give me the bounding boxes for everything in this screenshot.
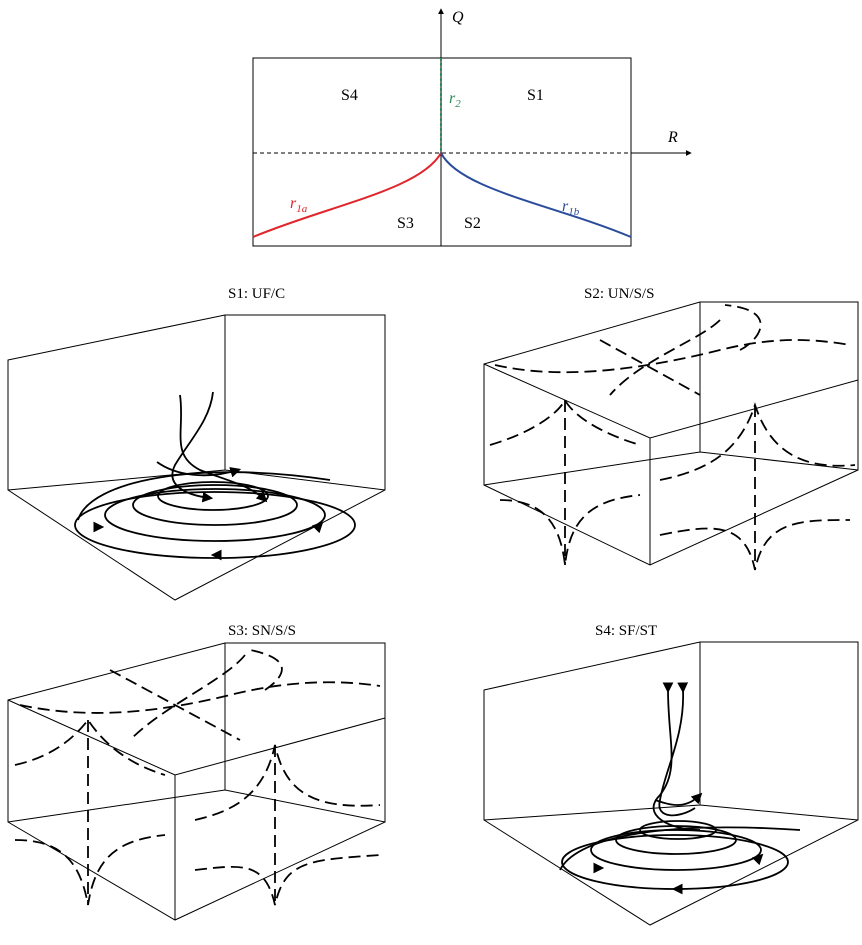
r-axis-label: R [667,129,678,146]
box-s4 [483,641,859,926]
curve-label-r1b: r1b [562,198,580,218]
q-axis-label: Q [452,9,464,26]
panel-s2: S2: UN/S/S [483,286,859,571]
panel-title-s1: S1: UF/C [228,286,285,302]
rq-diagram: Q R S4 S1 S3 S2 r2 r1a r1b [252,8,692,247]
region-label-s4: S4 [341,87,358,104]
trajectories-s1 [74,391,356,561]
box-s2 [483,301,859,566]
curve-r1b [440,152,632,238]
panel-s4: S4: SF/ST [483,623,859,926]
trajectories-s3 [14,649,381,906]
region-label-s2: S2 [464,215,481,232]
panel-title-s3: S3: SN/S/S [228,623,296,639]
box-s1 [7,314,386,601]
panel-title-s4: S4: SF/ST [595,623,657,639]
panel-s3: S3: SN/S/S [7,623,386,921]
curve-label-r1a: r1a [290,195,308,215]
panel-s1: S1: UF/C [7,286,386,601]
curve-label-r2: r2 [449,90,461,110]
trajectories-s2 [489,304,856,571]
box-s3 [7,642,386,921]
trajectories-s4 [559,682,801,895]
panel-title-s2: S2: UN/S/S [584,286,654,302]
region-label-s3: S3 [397,215,414,232]
curve-r1a [252,152,442,238]
region-label-s1: S1 [527,87,544,104]
